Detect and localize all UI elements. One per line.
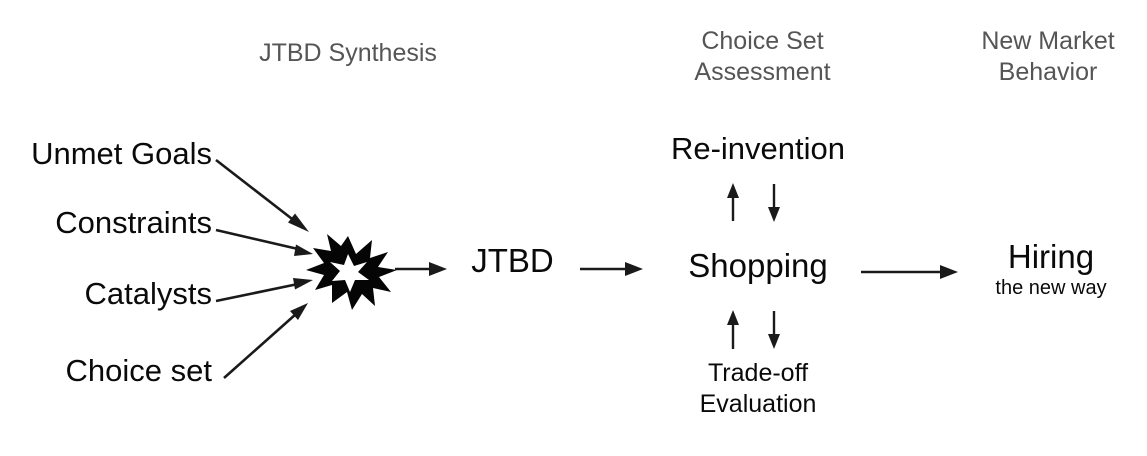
- connector-reinvention-to-shopping: [768, 184, 780, 222]
- node-jtbd: JTBD: [471, 242, 554, 279]
- connector-catalysts-to-burst: [215, 278, 313, 303]
- connector-choice-set-to-burst: [223, 303, 308, 379]
- connector-burst-to-jtbd: [395, 262, 447, 276]
- connector-shopping-to-reinvention: [727, 183, 739, 221]
- stage-header-new-market-behavior: New Market Behavior: [981, 27, 1115, 86]
- connector-unmet-goals-to-burst: [215, 158, 309, 232]
- node-outcome-hiring: Hiring the new way: [955, 238, 1147, 301]
- connector-tradeoff-to-shopping: [727, 310, 739, 349]
- input-label-unmet-goals: Unmet Goals: [31, 136, 212, 171]
- stage-header-choice-set-assessment: Choice Set Assessment: [694, 27, 831, 86]
- node-tradeoff: Trade-off Evaluation: [699, 359, 817, 418]
- node-reinvention: Re-invention: [670, 131, 846, 166]
- stage-header-jtbd-synthesis: JTBD Synthesis: [259, 39, 437, 67]
- input-label-catalysts: Catalysts: [84, 276, 212, 311]
- connector-jtbd-to-shopping: [580, 262, 643, 276]
- node-shopping: Shopping: [688, 247, 828, 284]
- connector-shopping-to-tradeoff: [768, 311, 780, 349]
- input-label-constraints: Constraints: [55, 205, 212, 240]
- connector-constraints-to-burst: [215, 228, 313, 256]
- starburst-icon: [306, 234, 397, 310]
- outcome-title: Hiring: [1007, 238, 1095, 275]
- outcome-subtitle: the new way: [995, 277, 1107, 299]
- input-label-choice-set: Choice set: [65, 353, 212, 388]
